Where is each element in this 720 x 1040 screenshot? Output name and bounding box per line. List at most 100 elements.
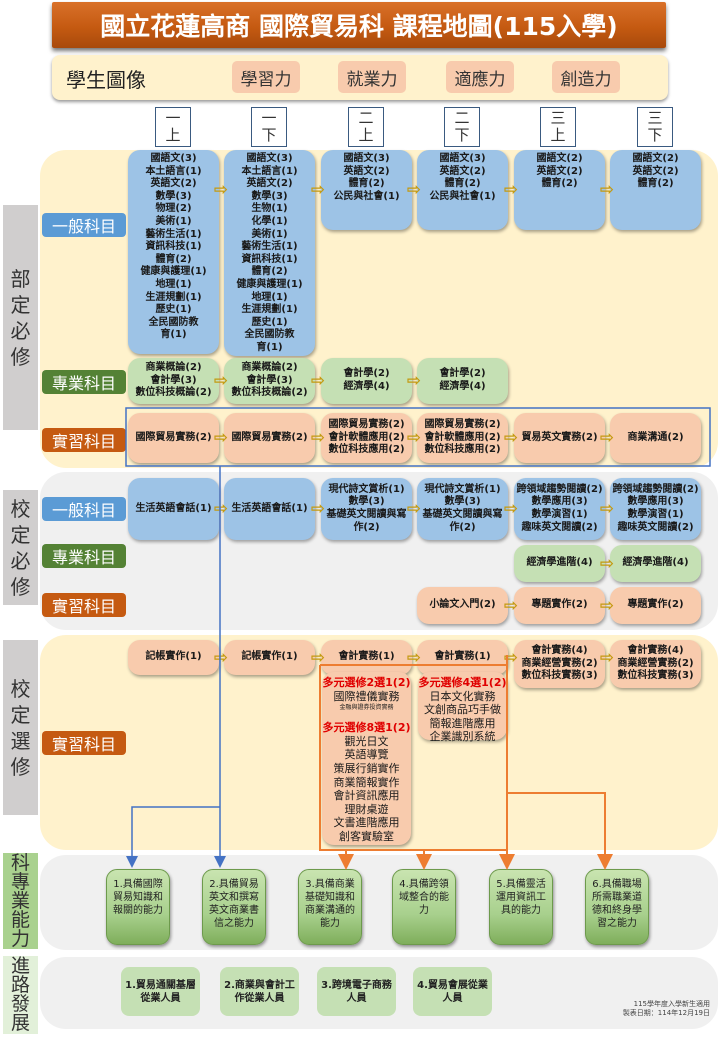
course-card: 現代詩文賞析(1) 數學(3) 基礎英文閱讀與寫 作(2) [321,478,412,540]
semester-header: 一 下 [251,107,287,147]
elective-course: 策展行銷實作 [333,761,400,775]
arrow-right-icon: ⇨ [503,647,519,668]
course-card: 小論文入門(2) [417,587,508,624]
arrow-right-icon: ⇨ [213,180,229,200]
category-label-prac: 實習科目 [42,428,126,452]
elective-course: 創客實驗室 [339,829,394,843]
course-card: 國語文(3) 本土語言(1) 英語文(2) 數學(3) 生物(1) 化學(1) … [224,150,315,356]
course-card: 國語文(3) 英語文(2) 體育(2) 公民與社會(1) [321,150,412,230]
category-label-pro: 專業科目 [42,544,126,568]
trait-creativity: 創造力 [552,61,620,93]
career-path-card: 4.貿易會展從業 人員 [413,967,492,1016]
arrow-right-icon: ⇨ [310,499,326,519]
elective-course: 商業簡報實作 [333,775,400,789]
elective-course: 觀光日文 [344,734,389,748]
course-card: 現代詩文賞析(1) 數學(3) 基礎英文閱讀與寫 作(2) [417,478,508,540]
course-card: 國語文(2) 英語文(2) 體育(2) [514,150,605,230]
arrow-right-icon: ⇨ [406,499,422,519]
arrow-right-icon: ⇨ [310,428,326,448]
career-path-card: 3.跨境電子商務 人員 [317,967,396,1016]
course-card: 貿易英文實務(2) [514,413,605,463]
elective-course: 企業識別系統 [429,730,496,744]
arrow-right-icon: ⇨ [213,647,229,668]
arrow-right-icon: ⇨ [213,371,229,391]
trait-adaptability: 適應力 [446,61,514,93]
course-card: 會計實務(1) [321,640,412,675]
elective-group-title: 多元選修8選1(2) [322,721,411,735]
arrow-right-icon: ⇨ [310,647,326,668]
capability-card: 2.具備貿易 英文和撰寫 英文商業書 信之能力 [202,869,266,945]
arrow-right-icon: ⇨ [213,499,229,519]
arrow-right-icon: ⇨ [406,647,422,668]
section-label-required-national: 部 定 必 修 [3,205,38,430]
semester-header: 一 上 [155,107,191,147]
capability-card: 1.具備國際 貿易知識和 報關的能力 [106,869,170,945]
course-card: 經濟學進階(4) [610,545,701,582]
arrow-right-icon: ⇨ [503,180,519,200]
arrow-right-icon: ⇨ [503,595,519,616]
course-card: 會計實務(4) 商業經營實務(2) 數位科技實務(3) [514,640,605,688]
student-image-bar: 學生圖像 學習力 就業力 適應力 創造力 [52,55,668,100]
course-card: 生活英語會話(1) [224,478,315,540]
elective-course: 國際禮儀實務 [333,689,400,703]
elective-course: 簡報進階應用 [429,716,496,730]
course-card: 商業概論(2) 會計學(3) 數位科技概論(2) [128,358,219,404]
category-label-pro: 專業科目 [42,370,126,394]
elective-box: 多元選修2選1(2)國際禮儀實務金融與證券投資實務多元選修8選1(2)觀光日文英… [322,672,411,845]
category-label-prac: 實習科目 [42,593,126,617]
course-card: 國際貿易實務(2) 會計軟體應用(2) 數位科技應用(2) [417,413,508,463]
category-label-prac: 實習科目 [42,731,126,755]
elective-group-title: 多元選修4選1(2) [418,676,507,689]
course-card: 跨領域趨勢閱讀(2) 數學應用(3) 數學演習(1) 趣味英文閱讀(2) [610,478,701,540]
capabilities-label: 科 專 業 能 力 [3,853,38,949]
course-card: 生活英語會話(1) [128,478,219,540]
section-label-elective-school: 校 定 選 修 [3,640,38,815]
course-card: 經濟學進階(4) [514,545,605,582]
course-card: 國際貿易實務(2) [128,413,219,463]
arrow-right-icon: ⇨ [599,553,615,574]
arrow-right-icon: ⇨ [599,180,615,200]
section-label-required-school: 校 定 必 修 [3,490,38,605]
arrow-right-icon: ⇨ [310,180,326,200]
course-card: 專題實作(2) [514,587,605,624]
course-card: 國際貿易實務(2) 會計軟體應用(2) 數位科技應用(2) [321,413,412,463]
trait-learning: 學習力 [232,61,300,93]
page-title: 國立花蓮高商 國際貿易科 課程地圖(115入學) [52,2,666,48]
elective-course: 文書進階應用 [333,816,400,830]
course-card: 商業概論(2) 會計學(3) 數位科技概論(2) [224,358,315,404]
capability-card: 4.具備跨領 域整合的能 力 [392,869,456,945]
arrow-right-icon: ⇨ [503,499,519,519]
footer-note: 115學年度入學新生適用 製表日期：114年12月19日 [622,1000,710,1017]
elective-group-title: 多元選修2選1(2) [322,676,411,689]
course-card: 跨領域趨勢閱讀(2) 數學應用(3) 數學演習(1) 趣味英文閱讀(2) [514,478,605,540]
course-card: 國際貿易實務(2) [224,413,315,463]
course-card: 會計學(2) 經濟學(4) [417,358,508,404]
arrow-right-icon: ⇨ [503,428,519,448]
career-path-card: 2.商業與會計工 作從業人員 [220,967,299,1016]
course-card: 會計實務(1) [417,640,508,675]
course-card: 記帳實作(1) [128,640,219,675]
category-label-general: 一般科目 [42,213,126,237]
category-label-general: 一般科目 [42,497,126,521]
elective-course: 理財桌遊 [344,802,389,816]
semester-header: 三 上 [540,107,576,147]
arrow-right-icon: ⇨ [599,647,615,668]
arrow-right-icon: ⇨ [599,595,615,616]
semester-header: 二 上 [348,107,384,147]
course-card: 國語文(2) 英語文(2) 體育(2) [610,150,701,230]
semester-header: 二 下 [444,107,480,147]
elective-course: 文創商品巧手做 [424,703,501,717]
arrow-right-icon: ⇨ [406,180,422,200]
course-card: 國語文(3) 本土語言(1) 英語文(2) 數學(3) 物理(2) 美術(1) … [128,150,219,354]
arrow-right-icon: ⇨ [406,428,422,448]
semester-header: 三 下 [637,107,673,147]
capability-card: 5.具備靈活 運用資訊工 具的能力 [489,869,553,945]
elective-course: 日本文化實務 [429,689,496,703]
arrow-right-icon: ⇨ [406,371,422,391]
course-card: 專題實作(2) [610,587,701,624]
course-card: 會計學(2) 經濟學(4) [321,358,412,404]
capability-card: 6.具備職場 所需職業道 德和終身學 習之能力 [585,869,649,945]
elective-box: 多元選修4選1(2)日本文化實務文創商品巧手做簡報進階應用企業識別系統 [418,672,507,743]
elective-course: 英語導覽 [344,748,389,762]
arrow-right-icon: ⇨ [213,428,229,448]
